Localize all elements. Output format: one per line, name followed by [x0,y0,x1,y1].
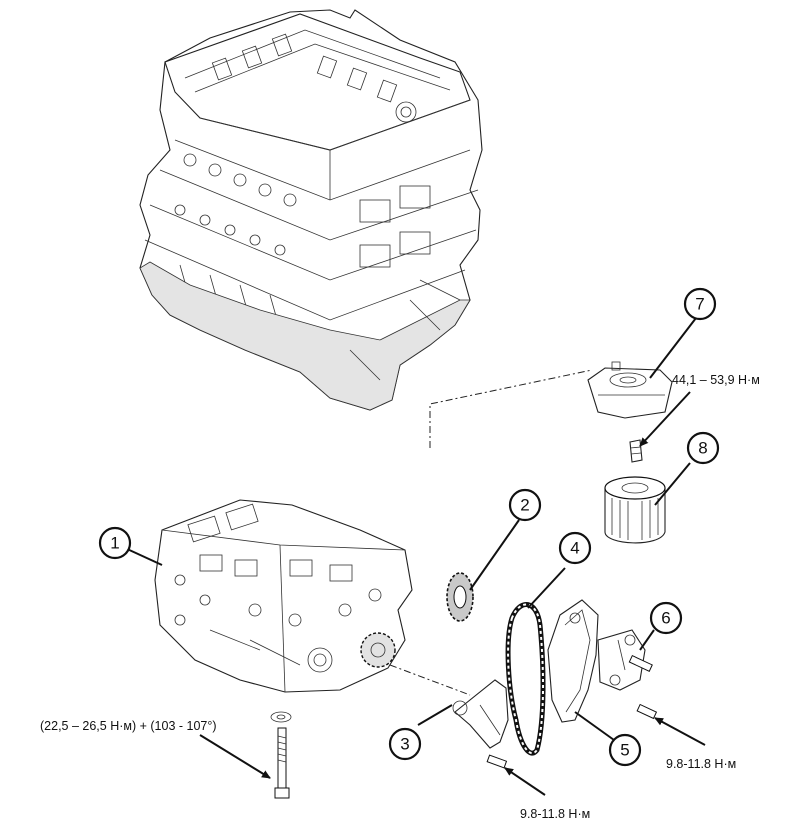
timing-chain [505,602,546,756]
svg-text:3: 3 [400,735,409,754]
torque-arrow-guide [504,767,546,796]
chain-guide [452,679,509,749]
tensioner-arm [547,599,599,723]
callout-7: 7 [683,287,717,321]
leader-6 [639,629,655,651]
balance-shaft-module [154,499,413,693]
svg-text:5: 5 [620,741,629,760]
torque-label-tensioner-bolt: 9.8-11.8 Н·м [666,757,736,771]
svg-text:7: 7 [695,295,704,314]
leader-5 [574,711,615,741]
engine-block [139,9,483,411]
assembly-line-timing [389,664,471,696]
chain-tensioner [597,629,646,691]
torque-arrow-bolt [199,734,271,779]
leader-3 [417,704,453,726]
svg-text:4: 4 [570,539,579,558]
svg-text:1: 1 [110,534,119,553]
balance-shaft-bolt [270,711,292,799]
torque-arrow-tensioner [654,717,706,746]
svg-text:6: 6 [661,609,670,628]
assembly-line-cooler [429,369,593,448]
torque-label-oil-cooler: 44,1 – 53,9 Н·м [672,373,760,387]
callout-2: 2 [508,488,542,522]
callout-1: 1 [98,526,132,560]
leader-2 [469,519,520,591]
svg-text:2: 2 [520,496,529,515]
guide-bolt [486,754,508,769]
oil-filter [604,476,666,544]
svg-text:8: 8 [698,439,707,458]
torque-label-guide-bolt: 9.8-11.8 Н·м [520,807,590,821]
leader-8 [654,462,691,506]
callout-5: 5 [608,733,642,767]
sprocket [446,572,474,622]
oil-cooler [587,361,673,419]
torque-arrow-cooler [639,391,691,447]
torque-label-balance-bolt: (22,5 – 26,5 Н·м) + (103 - 107°) [40,719,217,733]
callout-3: 3 [388,727,422,761]
leader-1 [124,547,163,566]
leader-4 [527,567,566,609]
leader-7 [649,317,697,379]
callout-8: 8 [686,431,720,465]
tensioner-bolts [628,654,658,720]
callout-6: 6 [649,601,683,635]
oil-filter-nipple [629,439,643,463]
callout-4: 4 [558,531,592,565]
